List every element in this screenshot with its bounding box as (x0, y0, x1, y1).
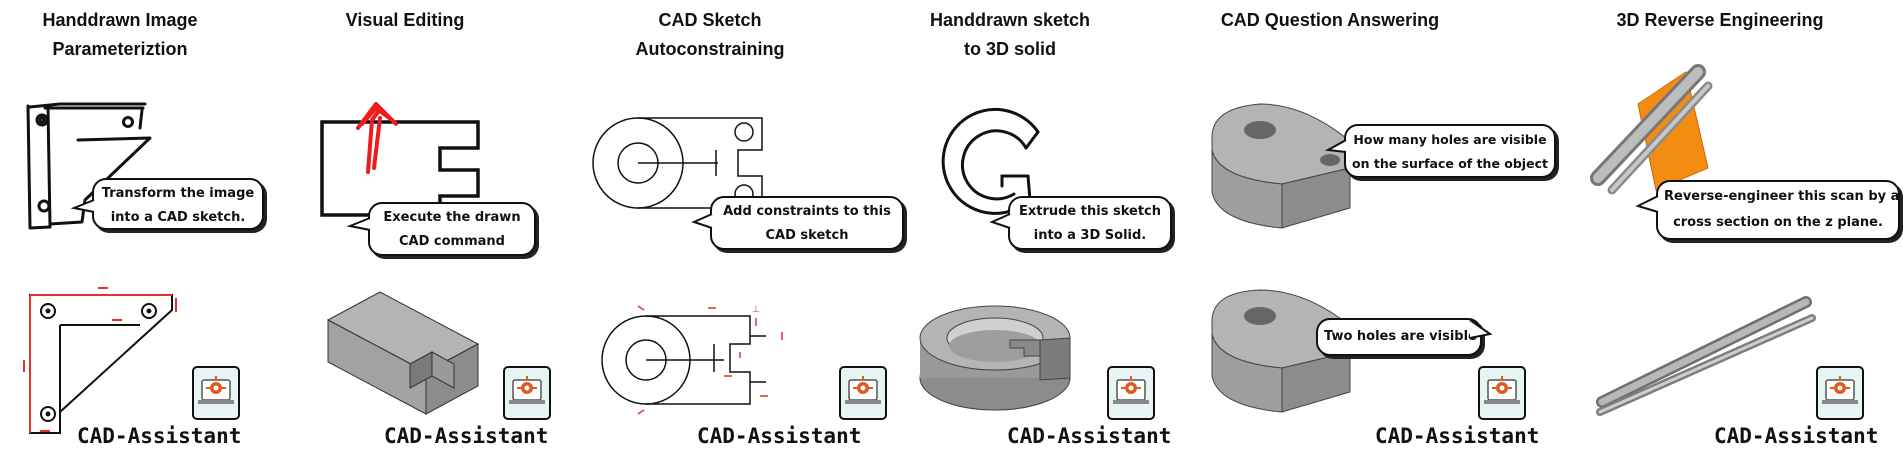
panel-title: CAD Sketch Autoconstraining (635, 10, 785, 59)
extruded-solid-figure (326, 291, 480, 415)
cad-assistant-logo-icon (503, 366, 551, 420)
answer-bubble: Two holes are visible (1316, 318, 1482, 356)
bubble-tail (1635, 195, 1659, 213)
panel-autoconstraining: CAD Sketch Autoconstraining Add constrai… (590, 0, 910, 449)
cad-assistant-logo-icon (1816, 366, 1864, 420)
extruded-g-solid-figure (919, 305, 1071, 411)
bubble-tail (1324, 139, 1347, 153)
rail-solid-figure (1596, 296, 1816, 416)
bubble-tail (691, 213, 713, 229)
panel-handdrawn-parameterization: Handdrawn Image Parameteriztion Transfor… (0, 0, 300, 449)
prompt-bubble: Extrude this sketch into a 3D Solid. (1008, 196, 1172, 250)
brand-label: CAD-Assistant (1375, 424, 1540, 448)
panel-question-answering: CAD Question Answering How many holes ar… (1200, 0, 1580, 449)
constraint-label: ⊥ (752, 305, 760, 315)
bubble-tail (70, 199, 95, 213)
brand-label: CAD-Assistant (1714, 424, 1879, 448)
rail-scan-figure (1590, 64, 1713, 195)
panel-title: Handdrawn Image Parameteriztion (42, 10, 198, 59)
handdrawn-sketch-figure (26, 102, 152, 230)
panel-sketch-to-solid: Handdrawn sketch to 3D solid Extrude thi… (910, 0, 1210, 449)
panel-title: Visual Editing (345, 10, 465, 30)
constrained-sketch-figure: ⊥ (601, 305, 783, 415)
panel-title: CAD Question Answering (1220, 10, 1440, 30)
panel-title: 3D Reverse Engineering (1616, 10, 1824, 30)
bubble-tail (989, 213, 1011, 229)
prompt-bubble: How many holes are visible on the surfac… (1344, 124, 1556, 178)
cad-assistant-logo-icon (839, 366, 887, 420)
brand-label: CAD-Assistant (697, 424, 862, 448)
cam-part-figure (1211, 103, 1361, 229)
prompt-bubble: Reverse-engineer this scan by a cross se… (1656, 180, 1900, 240)
prompt-bubble: Execute the drawn CAD command (368, 202, 536, 256)
cad-assistant-logo-icon (192, 366, 240, 420)
cad-assistant-logo-icon (1478, 366, 1526, 420)
panel-title: Handdrawn sketch to 3D solid (929, 10, 1091, 59)
parametric-sketch-figure (23, 287, 177, 434)
bubble-tail (346, 217, 371, 231)
prompt-bubble: Transform the image into a CAD sketch. (92, 178, 264, 230)
cad-assistant-logo-icon (1107, 366, 1155, 420)
brand-label: CAD-Assistant (1007, 424, 1172, 448)
panel-reverse-engineering: 3D Reverse Engineering Reverse-engineer … (1580, 0, 1903, 449)
answer-bubble-tail (1469, 319, 1493, 339)
brand-label: CAD-Assistant (77, 424, 242, 448)
panel-visual-editing: Visual Editing Execute the drawn CAD com… (300, 0, 610, 449)
brand-label: CAD-Assistant (384, 424, 549, 448)
